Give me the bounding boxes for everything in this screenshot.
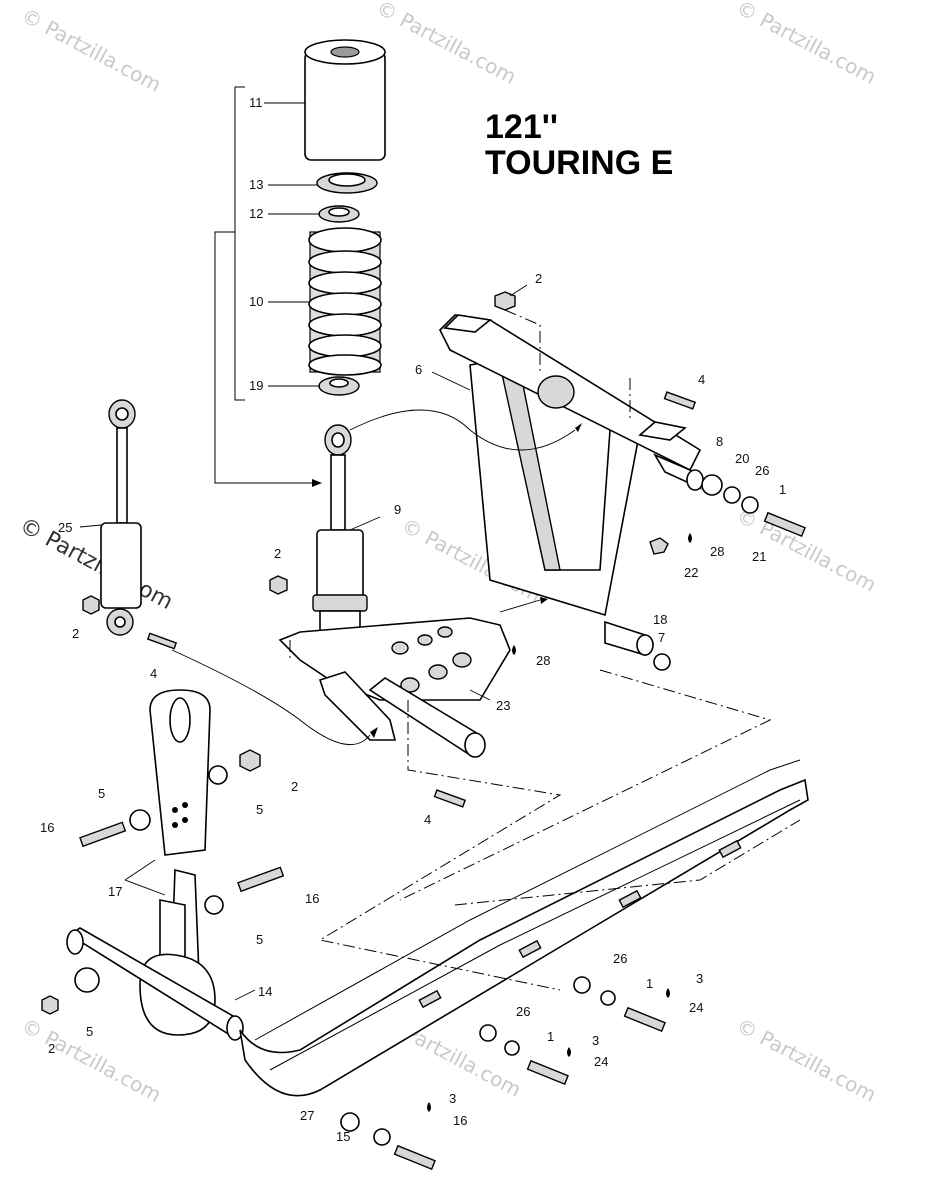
- part-label: 4: [150, 666, 157, 681]
- lubricant-drop-icon: [427, 533, 692, 1112]
- part-label: 5: [256, 932, 263, 947]
- part-label: 17: [108, 884, 122, 899]
- part-label: 2: [72, 626, 79, 641]
- part-label: 26: [516, 1004, 530, 1019]
- cross-shaft-part: [66, 927, 244, 1041]
- fastener-group: [41, 291, 806, 1171]
- part-label: 24: [689, 1000, 703, 1015]
- part-label: 4: [698, 372, 705, 387]
- part-label: 11: [249, 95, 263, 110]
- part-label: 10: [249, 294, 263, 309]
- watermark: © Partzilla.com: [373, 0, 521, 89]
- part-label: 3: [696, 971, 703, 986]
- part-label: 1: [646, 976, 653, 991]
- part-label: 8: [716, 434, 723, 449]
- part-label: 16: [305, 891, 319, 906]
- shock-boot-part: [304, 39, 386, 161]
- part-label: 28: [536, 653, 550, 668]
- diagram-title-line2: TOURING E: [485, 144, 673, 182]
- assembly-lines: [124, 309, 801, 991]
- part-label: 27: [300, 1108, 314, 1123]
- spring-cup-part: [318, 205, 360, 223]
- part-label: 22: [684, 565, 698, 580]
- part-label: 16: [453, 1113, 467, 1128]
- watermark: © Partzilla.com: [733, 0, 881, 89]
- part-label: 26: [613, 951, 627, 966]
- spring-stopper-part: [318, 376, 360, 396]
- watermark-group: © Partzilla.com © Partzilla.com © Partzi…: [15, 0, 880, 1107]
- shock-absorber-part: [312, 424, 368, 667]
- part-label: 2: [48, 1041, 55, 1056]
- part-label: 26: [755, 463, 769, 478]
- part-label: 5: [256, 802, 263, 817]
- part-label: 3: [449, 1091, 456, 1106]
- part-label: 5: [98, 786, 105, 801]
- part-label: 5: [86, 1024, 93, 1039]
- spring-kit-bracket: [214, 86, 322, 487]
- part-label: 28: [710, 544, 724, 559]
- part-label: 4: [424, 812, 431, 827]
- part-label: 12: [249, 206, 263, 221]
- part-label: 14: [258, 984, 272, 999]
- part-label: 13: [249, 177, 263, 192]
- part-label: 16: [40, 820, 54, 835]
- part-label: 25: [58, 520, 72, 535]
- leader-lines: [79, 102, 528, 1001]
- link-plate-part: [149, 689, 211, 856]
- part-label: 15: [336, 1129, 350, 1144]
- front-shock-part: [100, 399, 142, 636]
- diagram-title-line1: 121'': [485, 108, 558, 146]
- part-label: 1: [779, 482, 786, 497]
- part-label: 23: [496, 698, 510, 713]
- part-label: 9: [394, 502, 401, 517]
- part-label: 6: [415, 362, 422, 377]
- coil-spring-part: [308, 227, 382, 376]
- watermark: © Partzilla.com: [733, 1013, 881, 1107]
- part-label: 20: [735, 451, 749, 466]
- part-label: 2: [274, 546, 281, 561]
- part-label: 3: [592, 1033, 599, 1048]
- part-label: 1: [547, 1029, 554, 1044]
- part-label: 2: [291, 779, 298, 794]
- part-label: 7: [658, 630, 665, 645]
- rear-arm-part: [439, 314, 704, 657]
- slide-rail-part: [239, 759, 809, 1097]
- part-label: 21: [752, 549, 766, 564]
- part-label: 24: [594, 1054, 608, 1069]
- watermark: © Partzilla.com: [18, 3, 166, 97]
- part-number-labels: 11 13 12 10 19 2 6 4 8 20 26 1 21 28 22 …: [40, 95, 786, 1144]
- part-label: 2: [535, 271, 542, 286]
- spring-retainer-part: [316, 172, 378, 194]
- part-label: 18: [653, 612, 667, 627]
- front-arm-part: [278, 617, 511, 758]
- part-label: 19: [249, 378, 263, 393]
